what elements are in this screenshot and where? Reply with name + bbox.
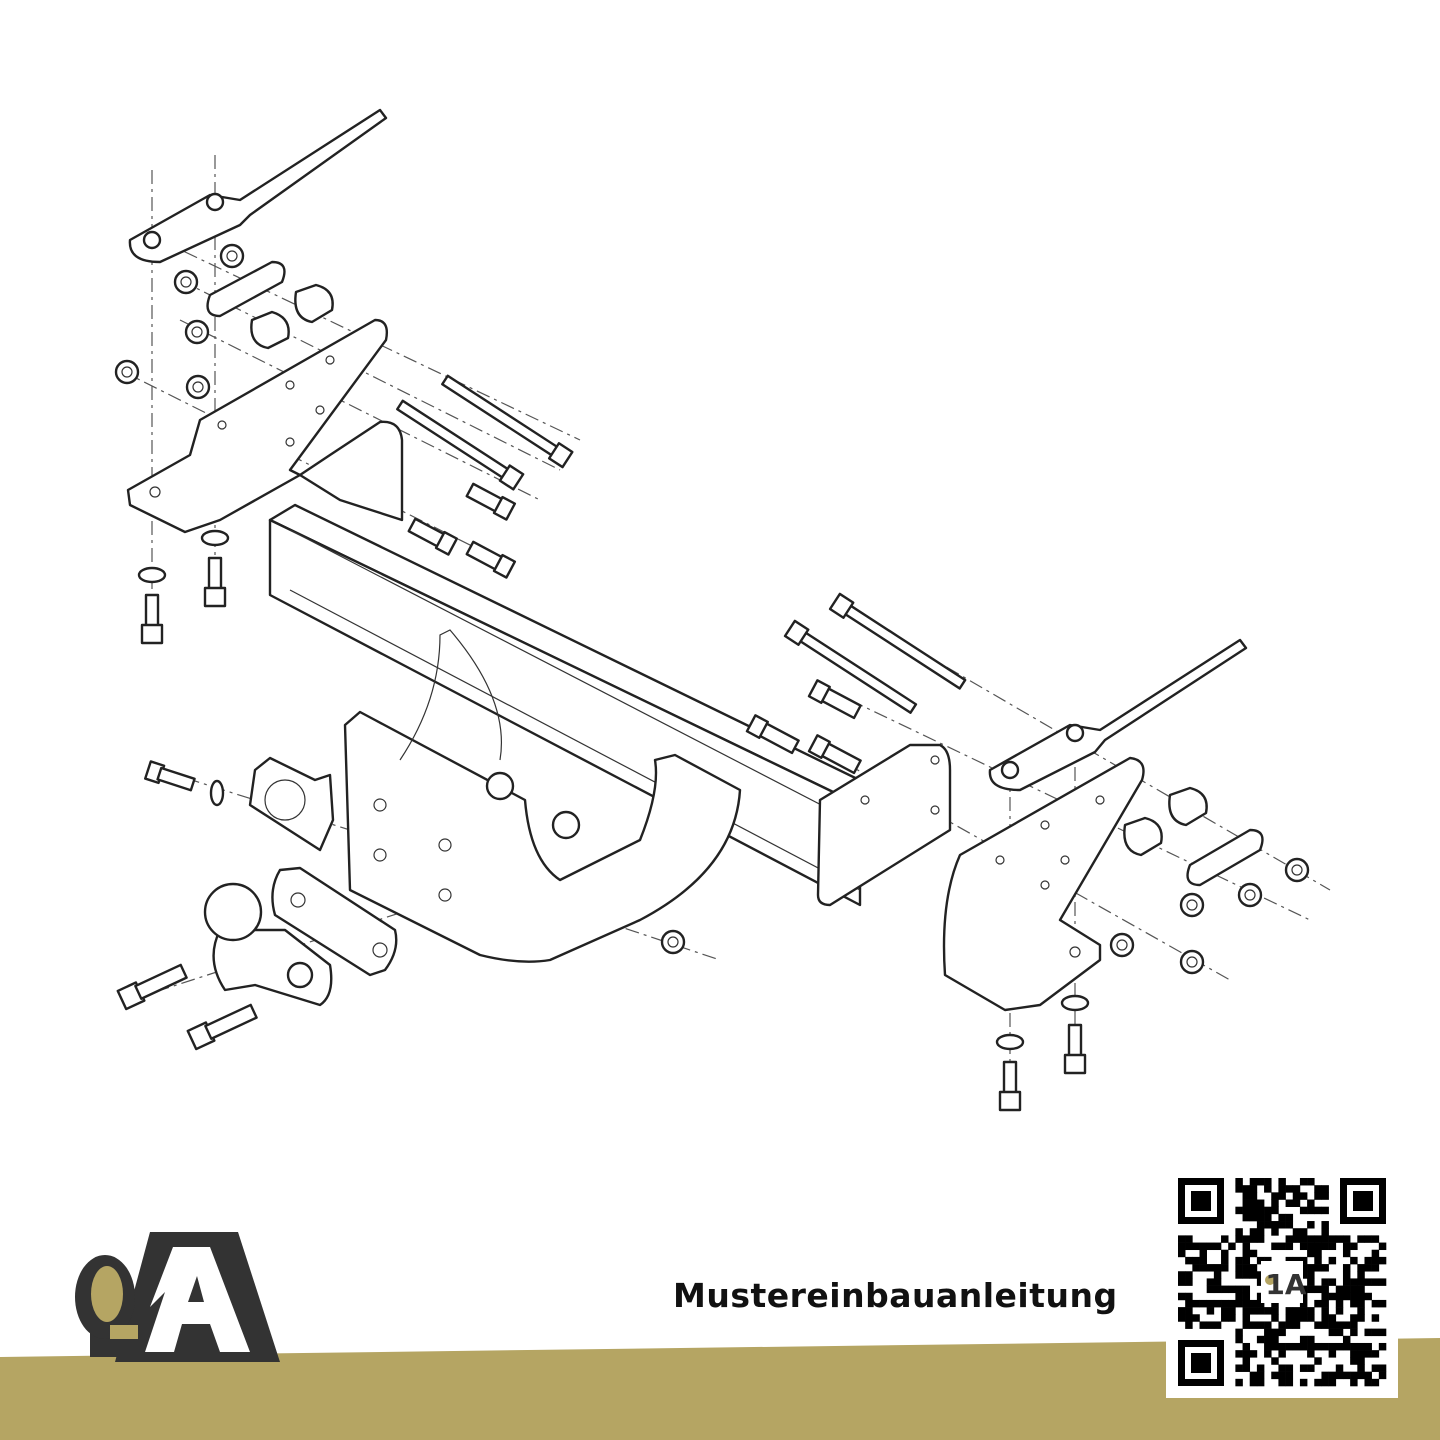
- caption-title: Mustereinbauanleitung: [673, 1276, 1118, 1315]
- left-bolts: [137, 529, 230, 645]
- left-strap: [128, 108, 388, 264]
- socket-plate: [144, 756, 335, 852]
- brand-logo: [70, 1232, 285, 1366]
- upper-bolts: [396, 374, 574, 579]
- right-nuts: [660, 786, 1310, 1112]
- qr-code[interactable]: 1A: [1166, 1166, 1398, 1398]
- tow-ball-assembly: [116, 866, 398, 1051]
- left-nuts: [114, 243, 334, 400]
- center-mount-plate: [343, 629, 742, 963]
- right-bolts: [745, 592, 967, 775]
- right-strap: [988, 638, 1248, 792]
- left-bracket: [126, 318, 389, 534]
- towbar-exploded-drawing: [114, 108, 1331, 1112]
- qr-center-logo: 1A: [1265, 1268, 1306, 1301]
- right-bracket: [942, 756, 1145, 1012]
